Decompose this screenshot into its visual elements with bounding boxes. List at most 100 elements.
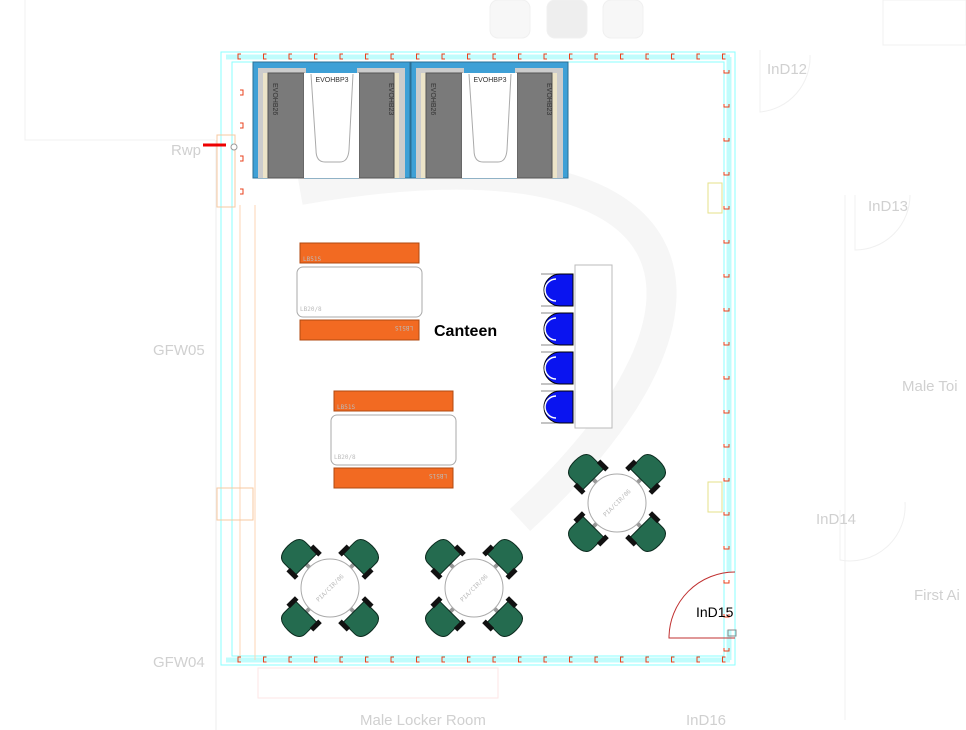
side-trim	[421, 73, 426, 178]
chair-back	[544, 317, 557, 341]
stud-mark	[492, 53, 496, 60]
chair-arm	[505, 596, 518, 609]
green-chair	[482, 596, 523, 637]
stud-mark	[339, 656, 343, 663]
stud-mark	[594, 656, 598, 663]
chair-seat	[629, 454, 666, 491]
stud-mark	[723, 444, 730, 448]
green-chair	[568, 511, 609, 552]
chair-arm	[453, 619, 466, 632]
chair-arm	[625, 534, 638, 547]
stud-mark	[723, 138, 730, 142]
chair-arm	[430, 596, 443, 609]
label-ind14: InD14	[816, 511, 856, 528]
round-table-set: PIA/CIR/06	[425, 539, 523, 637]
stud-mark	[594, 53, 598, 60]
stud-mark	[723, 410, 730, 414]
stud-mark	[365, 656, 369, 663]
door-ind15[interactable]	[668, 571, 737, 639]
stud-mark	[723, 104, 730, 108]
hob-outline	[468, 73, 512, 163]
stud-mark	[645, 656, 649, 663]
label-ind16: InD16	[686, 712, 726, 729]
window	[707, 182, 723, 214]
kitchen-label-left: EVOHB26	[429, 83, 436, 115]
chair-arm	[505, 567, 518, 580]
stud-mark	[339, 53, 343, 60]
bench-bottom	[299, 319, 420, 341]
room-label-canteen: Canteen	[434, 323, 497, 340]
kitchen-label-center: EVOHBP3	[315, 77, 348, 84]
stud-mark	[416, 656, 420, 663]
round-table	[300, 558, 360, 618]
chair-seat	[543, 390, 574, 424]
table-label: LB20/8	[334, 454, 356, 461]
green-chair	[338, 539, 379, 580]
chair-seat	[281, 539, 318, 576]
counter-chairs	[541, 273, 574, 424]
stud-mark	[240, 155, 244, 162]
chair-arm	[482, 544, 495, 557]
label-male-locker-room: Male Locker Room	[360, 712, 486, 729]
stud-mark	[723, 614, 730, 618]
stud-mark	[620, 656, 624, 663]
stud-mark	[467, 53, 471, 60]
chair-back	[544, 278, 557, 302]
chair-seat	[342, 600, 379, 637]
green-chair	[482, 539, 523, 580]
label-male-toilet: Male Toi	[902, 378, 958, 395]
stud-mark	[723, 342, 730, 346]
stud-mark	[723, 274, 730, 278]
chair-seat	[486, 539, 523, 576]
side-trim	[263, 73, 268, 178]
stud-mark	[314, 656, 318, 663]
chair-arm	[338, 619, 351, 632]
green-chair	[625, 511, 666, 552]
kitchen-label-left: EVOHB26	[271, 83, 278, 115]
chair-back	[544, 395, 557, 419]
appliance-right	[358, 72, 395, 179]
stud-mark	[518, 656, 522, 663]
kitchen-label-center: EVOHBP3	[473, 77, 506, 84]
chair-seat	[425, 600, 462, 637]
label-ind13: InD13	[868, 198, 908, 215]
chair-arm	[648, 482, 661, 495]
stud-mark	[314, 53, 318, 60]
side-trim	[552, 73, 557, 178]
green-chair	[425, 539, 466, 580]
chair-seat	[342, 539, 379, 576]
stud-mark	[441, 656, 445, 663]
hob-outline	[310, 73, 354, 163]
chair-seat	[568, 454, 605, 491]
chair-arm	[430, 567, 443, 580]
stud-mark	[390, 53, 394, 60]
stud-mark	[569, 53, 573, 60]
chair-arm	[338, 544, 351, 557]
chair-arm	[453, 544, 466, 557]
label-gfw05: GFW05	[153, 342, 205, 359]
chair-arm	[286, 567, 299, 580]
bench-top	[333, 390, 454, 412]
window	[707, 481, 723, 513]
stud-mark	[723, 172, 730, 176]
door-label-ind15: InD15	[696, 604, 734, 620]
label-gfw04: GFW04	[153, 654, 205, 671]
stud-mark	[237, 53, 241, 60]
round-table-set: PIA/CIR/06	[281, 539, 379, 637]
chair-arm	[361, 567, 374, 580]
counter-chair	[541, 390, 574, 424]
chair-arm	[648, 511, 661, 524]
stud-mark	[723, 308, 730, 312]
window	[216, 134, 236, 208]
stud-mark	[722, 53, 726, 60]
chair-seat	[425, 539, 462, 576]
bench-top-label: LB51S	[303, 256, 321, 263]
chair-seat	[281, 600, 318, 637]
stud-mark	[441, 53, 445, 60]
